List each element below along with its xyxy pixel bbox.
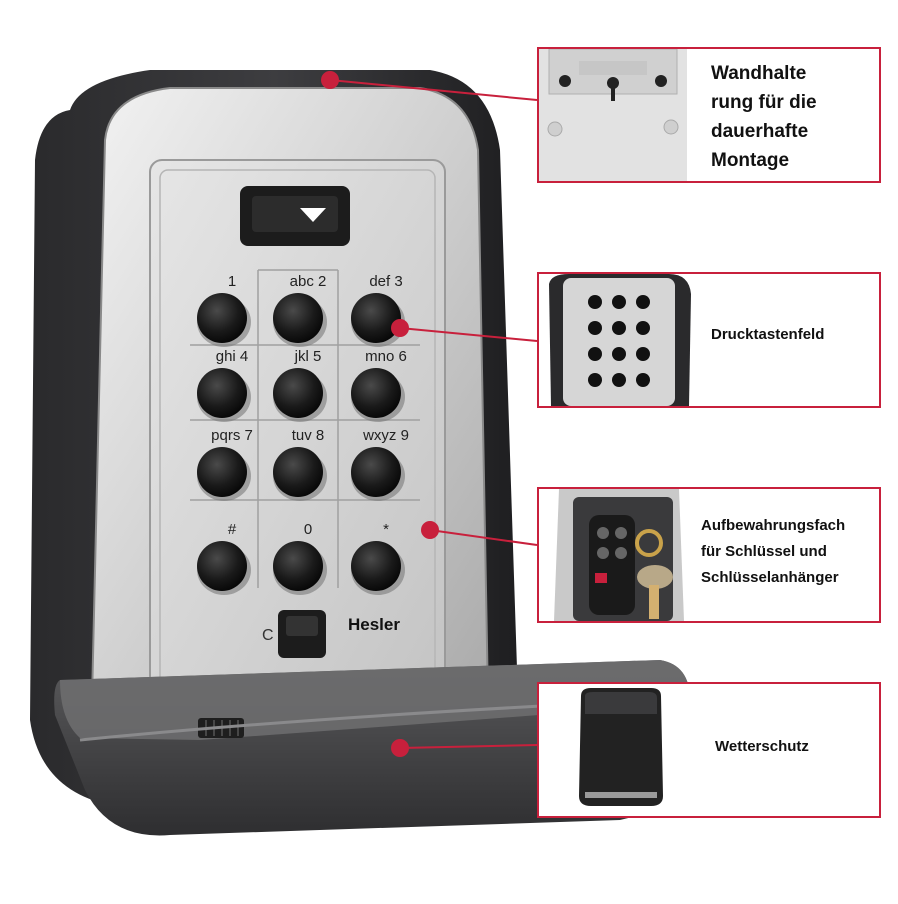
- keypad-button[interactable]: [351, 447, 401, 497]
- callout-weather: Wetterschutz: [537, 682, 881, 818]
- key-label: 0: [304, 521, 312, 538]
- callout-storage-text: Aufbewahrungsfach für Schlüssel und Schl…: [701, 517, 846, 586]
- key-label: #: [228, 521, 237, 538]
- keypad-button[interactable]: [197, 541, 247, 591]
- callout-wall-mount: Wandhalte rung für die dauerhafte Montag…: [537, 47, 881, 183]
- keypad-button[interactable]: [197, 293, 247, 343]
- key-label: abc 2: [290, 273, 327, 290]
- keypad-button[interactable]: [273, 541, 323, 591]
- clear-key-label: C: [262, 627, 274, 644]
- keypad-button[interactable]: [273, 293, 323, 343]
- keypad-button[interactable]: [351, 541, 401, 591]
- keypad-image: [539, 274, 699, 406]
- keypad-button[interactable]: [273, 368, 323, 418]
- arrow-down-icon: [300, 208, 326, 222]
- key-label: tuv 8: [292, 427, 325, 444]
- callout-storage: Aufbewahrungsfach für Schlüssel und Schl…: [537, 487, 881, 623]
- wall-mount-image: [539, 49, 687, 181]
- keypad-button[interactable]: [273, 447, 323, 497]
- keypad-keys: 1 abc 2 def 3 ghi 4 jkl 5 mno 6 pqrs 7 tuv 8 wxy…: [197, 273, 409, 595]
- key-label: *: [383, 521, 389, 538]
- brand-logo: Hesler: [348, 615, 400, 634]
- keypad-button[interactable]: [197, 368, 247, 418]
- callout-weather-text: Wetterschutz: [715, 738, 809, 755]
- callout-wall-mount-text: Wandhalte rung für die dauerhafte Montag…: [711, 63, 817, 171]
- keypad-button[interactable]: [351, 293, 401, 343]
- storage-image: [539, 489, 691, 621]
- callout-keypad: Drucktastenfeld: [537, 272, 881, 408]
- key-label: pqrs 7: [211, 427, 253, 444]
- key-label: 1: [228, 273, 236, 290]
- callout-keypad-text: Drucktastenfeld: [711, 326, 825, 343]
- key-label: ghi 4: [216, 348, 249, 365]
- key-label: wxyz 9: [362, 427, 409, 444]
- weather-cover-image: [539, 684, 689, 816]
- key-label: mno 6: [365, 348, 407, 365]
- keypad-button[interactable]: [351, 368, 401, 418]
- key-label: jkl 5: [294, 348, 322, 365]
- key-label: def 3: [369, 273, 402, 290]
- callout-leaders: [321, 71, 538, 757]
- keypad-button[interactable]: [197, 447, 247, 497]
